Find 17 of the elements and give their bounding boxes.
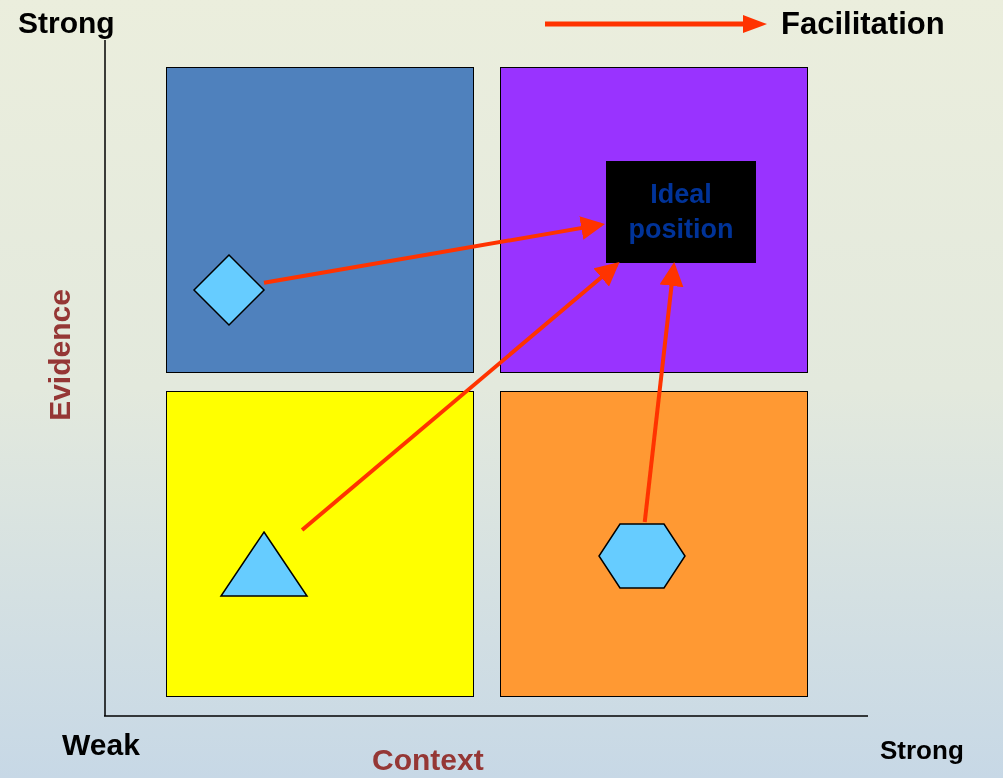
hexagon-shape (598, 523, 686, 589)
ideal-position-box: Ideal position (606, 161, 756, 263)
axis-title: Evidence (44, 289, 75, 421)
quadrant-box (166, 67, 474, 373)
arrow (300, 262, 620, 532)
diamond-shape (193, 254, 265, 326)
axis-title: Context (372, 745, 484, 775)
quadrant-box (500, 391, 808, 697)
quadrant-box (500, 67, 808, 373)
quadrant-box (166, 391, 474, 697)
axis-label: Weak (62, 730, 140, 760)
triangle-shape (220, 531, 308, 597)
axis-label: Strong (880, 737, 964, 763)
arrow (263, 216, 605, 285)
arrow (642, 262, 684, 523)
legend-label: Facilitation (781, 8, 945, 39)
axis-label: Strong (18, 8, 115, 38)
